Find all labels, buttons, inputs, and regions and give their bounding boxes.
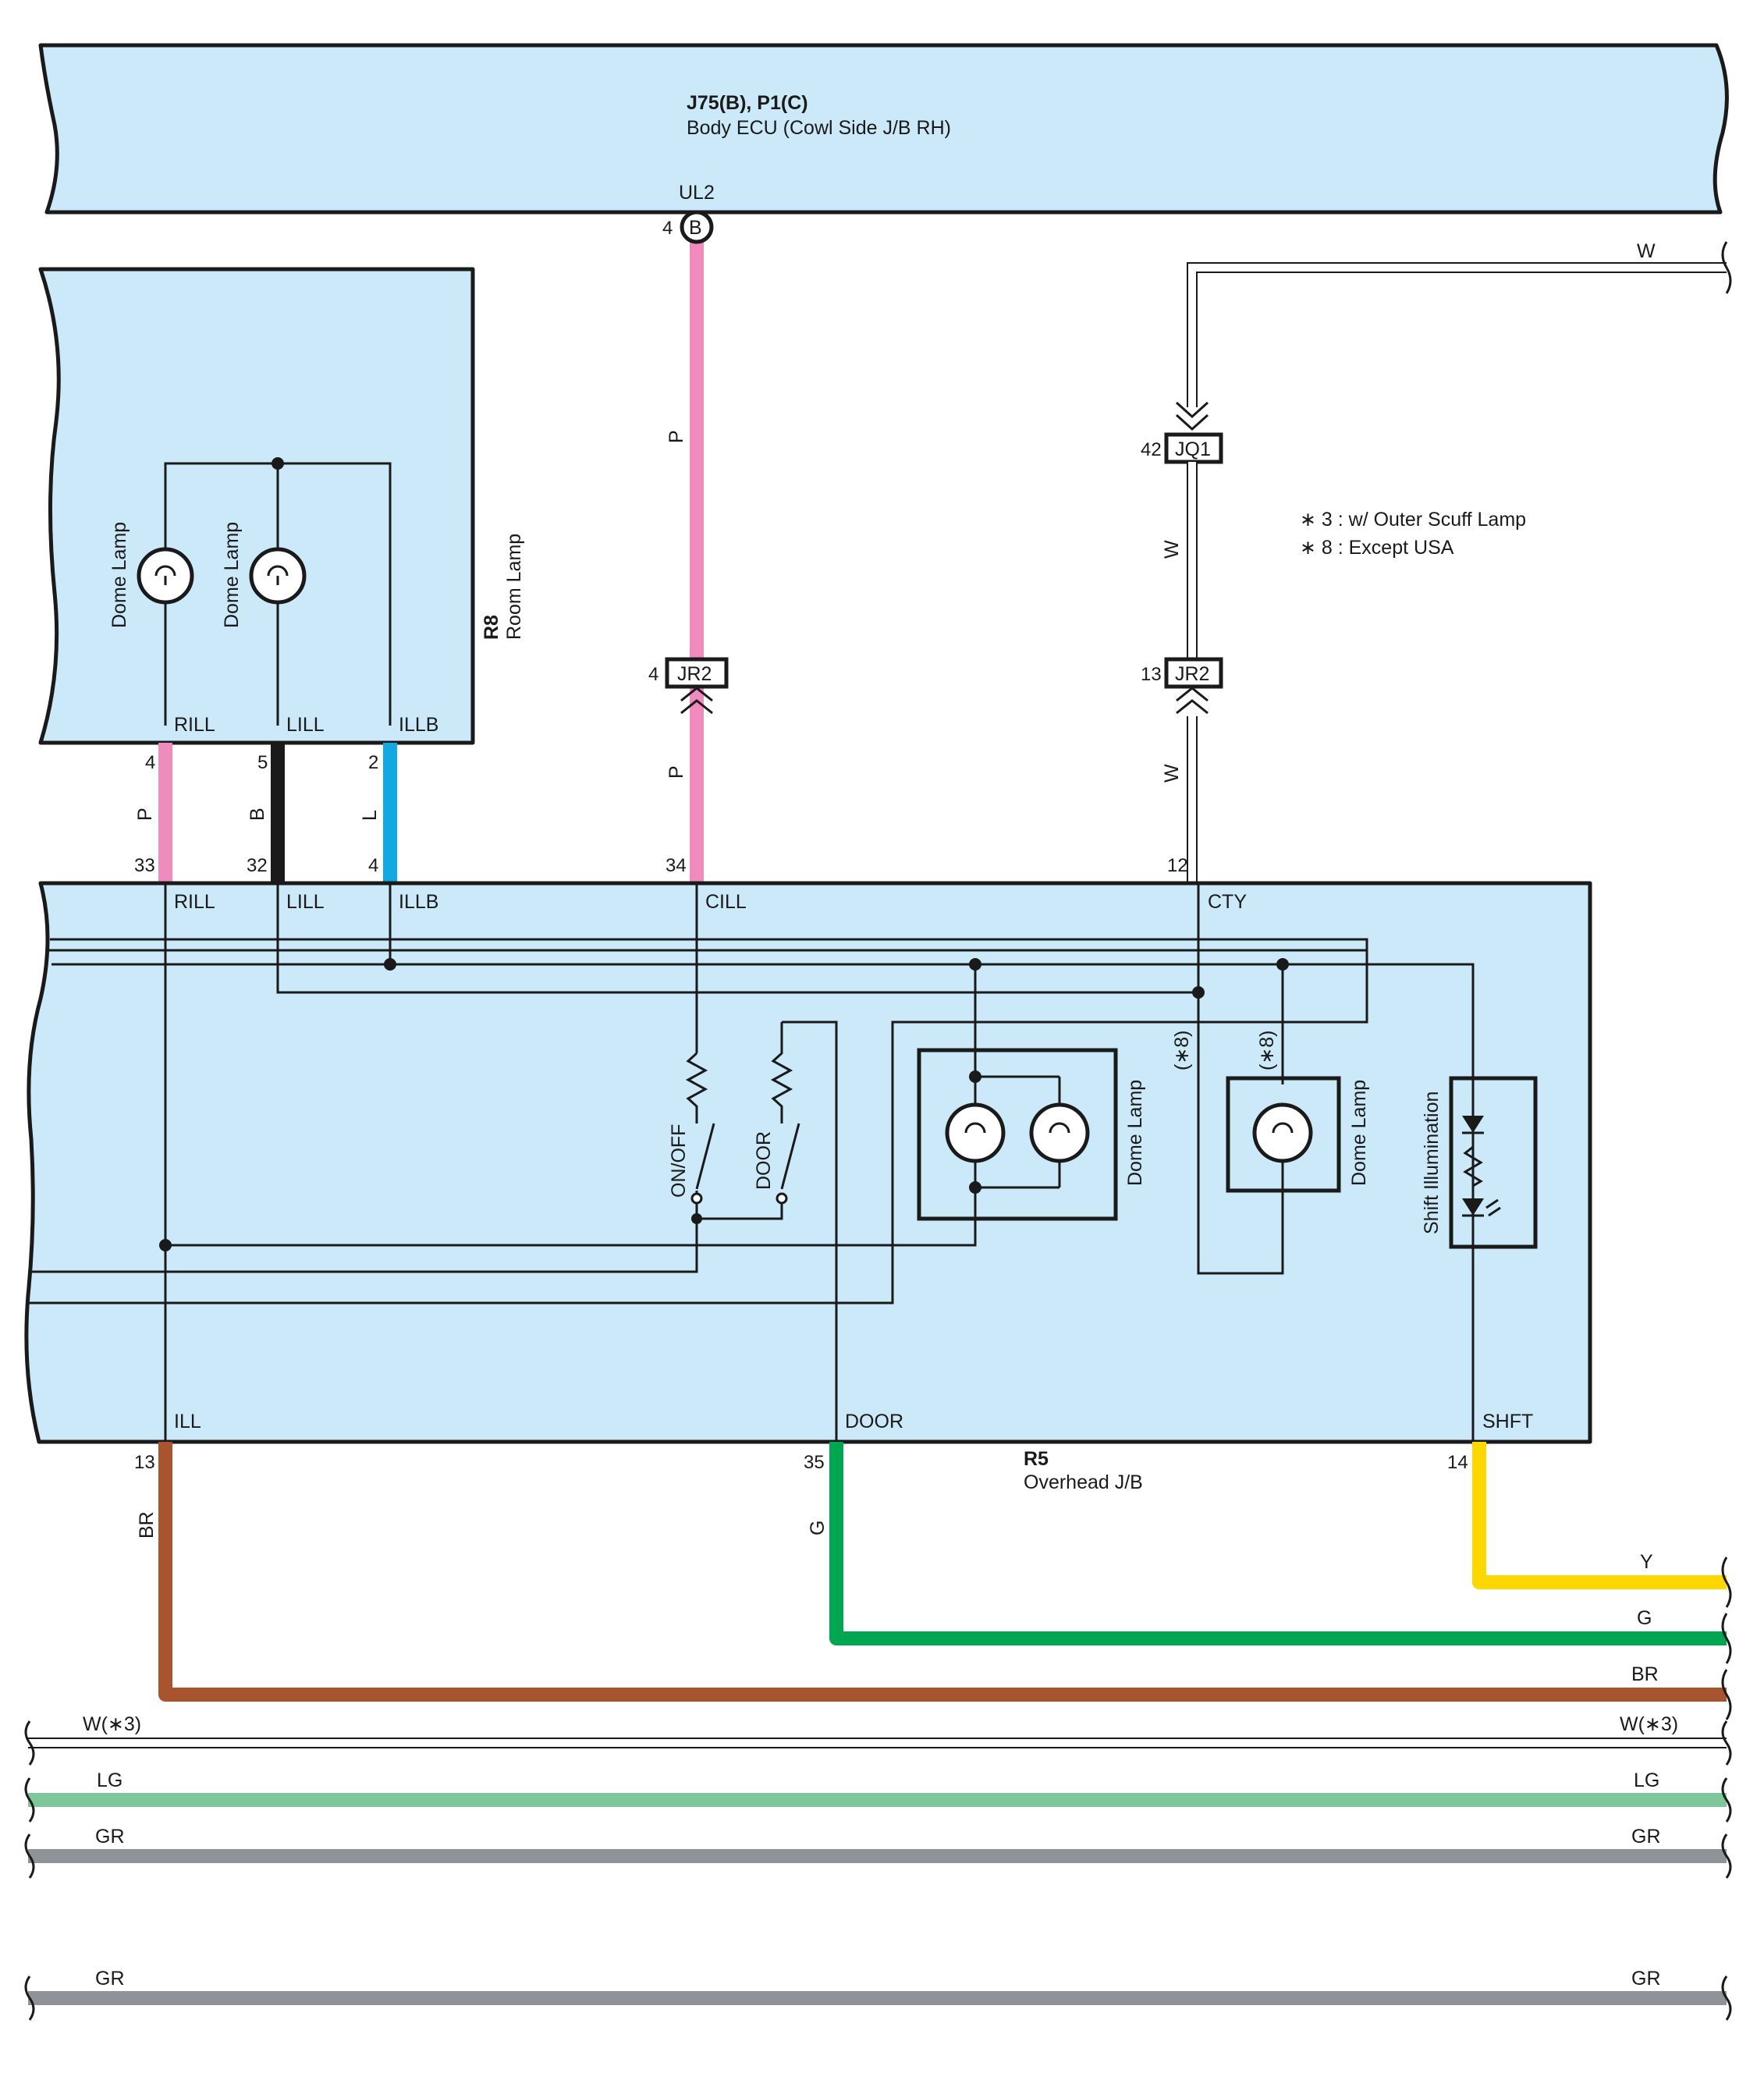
wire-breaks-right <box>1721 1720 1732 2021</box>
overhead-terminal-lill: LILL <box>286 891 325 913</box>
wire-color-br: BR <box>136 1511 158 1539</box>
room-lamp-terminal-rill: RILL <box>174 714 215 736</box>
overhead-dome-lamp-single <box>1226 1076 1341 1193</box>
overhead-pin-4: 4 <box>368 855 378 876</box>
overhead-pin-13: 13 <box>134 1452 155 1473</box>
through-label-lg-right: LG <box>1634 1770 1659 1791</box>
ecu-connector-letter: B <box>689 217 702 239</box>
wire-color-w-lower: W <box>1161 764 1183 783</box>
right-label-y: Y <box>1640 1551 1653 1573</box>
note-8: ∗ 8 : Except USA <box>1300 537 1454 559</box>
through-label-gr1-left: GR <box>95 1826 125 1848</box>
jr2-left-label: JR2 <box>677 663 712 685</box>
through-label-w-right: W(∗3) <box>1620 1713 1678 1735</box>
right-label-br: BR <box>1631 1663 1659 1685</box>
through-label-lg-left: LG <box>97 1770 122 1791</box>
note-tag-8-left: (∗8) <box>1171 1030 1193 1070</box>
note-tag-8-right: (∗8) <box>1256 1030 1278 1070</box>
wire-w-top-right <box>1187 262 1727 407</box>
overhead-dome-lamp-2-label: Dome Lamp <box>1348 1080 1370 1186</box>
wire-breaks-left <box>24 1720 35 2021</box>
wire-ill-brown <box>158 1442 1727 1702</box>
room-lamp-dome-lamp-left <box>137 547 194 605</box>
junction-jr2-right <box>1164 657 1223 715</box>
jr2-right-pin: 13 <box>1141 664 1162 685</box>
room-lamp-pin-4: 4 <box>145 752 155 773</box>
overhead-pin-34: 34 <box>665 855 687 876</box>
overhead-pin-14: 14 <box>1447 1452 1468 1473</box>
overhead-terminal-shft: SHFT <box>1482 1411 1533 1432</box>
room-lamp-code: R8 <box>481 615 502 640</box>
overhead-dome-lamp-label: Dome Lamp <box>1124 1080 1146 1186</box>
room-lamp-label-left: Dome Lamp <box>108 522 130 628</box>
door-switch <box>770 1022 800 1205</box>
overhead-pin-32: 32 <box>247 855 268 876</box>
jq1-pin: 42 <box>1141 439 1162 460</box>
room-lamp-pin-2: 2 <box>368 752 378 773</box>
room-lamp-label-right: Dome Lamp <box>221 522 243 628</box>
wire-color-rill: P <box>134 808 156 821</box>
wire-break-top <box>1721 241 1732 294</box>
through-label-gr2-left: GR <box>95 1968 125 1990</box>
overhead-pin-35: 35 <box>804 1452 825 1473</box>
junction-jq1 <box>1164 401 1223 464</box>
overhead-jb-code: R5 <box>1024 1448 1049 1470</box>
wire-break-yellow <box>1721 1557 1732 1608</box>
ecu-connector-b <box>680 210 714 244</box>
overhead-terminal-cty: CTY <box>1208 891 1247 913</box>
body-ecu-box <box>38 43 1729 215</box>
wire-color-g: G <box>807 1521 829 1535</box>
wire-shft-yellow <box>1472 1442 1727 1589</box>
ecu-terminal-ul2: UL2 <box>679 182 715 204</box>
ecu-pin-4: 4 <box>662 218 673 239</box>
overhead-jb-name: Overhead J/B <box>1024 1471 1143 1493</box>
through-label-gr1-right: GR <box>1631 1826 1661 1848</box>
jr2-left-pin: 4 <box>648 664 658 685</box>
shift-illumination-label: Shift Illumination <box>1421 1092 1443 1234</box>
overhead-dome-lamp-pair <box>917 1048 1118 1221</box>
overhead-terminal-illb: ILLB <box>399 891 438 913</box>
overhead-terminal-rill: RILL <box>174 891 215 913</box>
wire-color-p-upper: P <box>665 430 687 443</box>
wire-color-w-top: W <box>1637 240 1656 262</box>
room-lamp-terminal-lill: LILL <box>286 714 325 736</box>
overhead-terminal-door: DOOR <box>845 1411 903 1432</box>
wire-break-green <box>1721 1613 1732 1664</box>
overhead-terminal-ill: ILL <box>174 1411 201 1432</box>
shift-illumination <box>1449 1076 1538 1249</box>
wire-color-illb: L <box>359 810 381 821</box>
jr2-right-label: JR2 <box>1175 663 1209 685</box>
overhead-jb-internal-wiring <box>28 883 1475 1442</box>
overhead-pin-33: 33 <box>134 855 155 876</box>
room-lamp-pin-5: 5 <box>257 752 268 773</box>
through-label-gr2-right: GR <box>1631 1968 1661 1990</box>
room-lamp-name: Room Lamp <box>503 534 525 640</box>
wire-color-lill: B <box>247 808 268 821</box>
overhead-terminal-cill: CILL <box>705 891 747 913</box>
right-label-g: G <box>1637 1607 1652 1629</box>
switch-label-door: DOOR <box>753 1131 775 1190</box>
wire-color-w-mid: W <box>1161 540 1183 559</box>
note-3: ∗ 3 : w/ Outer Scuff Lamp <box>1300 509 1526 531</box>
jq1-label: JQ1 <box>1175 438 1211 460</box>
room-lamp-terminal-illb: ILLB <box>399 714 438 736</box>
through-label-w-left: W(∗3) <box>83 1713 141 1735</box>
wire-door-green <box>829 1442 1727 1645</box>
junction-jr2-left <box>665 657 729 715</box>
wire-color-p-lower: P <box>665 765 687 779</box>
body-ecu-title: J75(B), P1(C) <box>687 92 808 114</box>
overhead-pin-12: 12 <box>1167 855 1188 876</box>
wire-break-brown <box>1721 1669 1732 1720</box>
on-off-switch <box>685 1052 715 1205</box>
body-ecu-subtitle: Body ECU (Cowl Side J/B RH) <box>687 117 951 139</box>
switch-label-on-off: ON/OFF <box>668 1124 690 1198</box>
room-lamp-box <box>38 267 475 745</box>
room-lamp-dome-lamp-right <box>249 547 307 605</box>
